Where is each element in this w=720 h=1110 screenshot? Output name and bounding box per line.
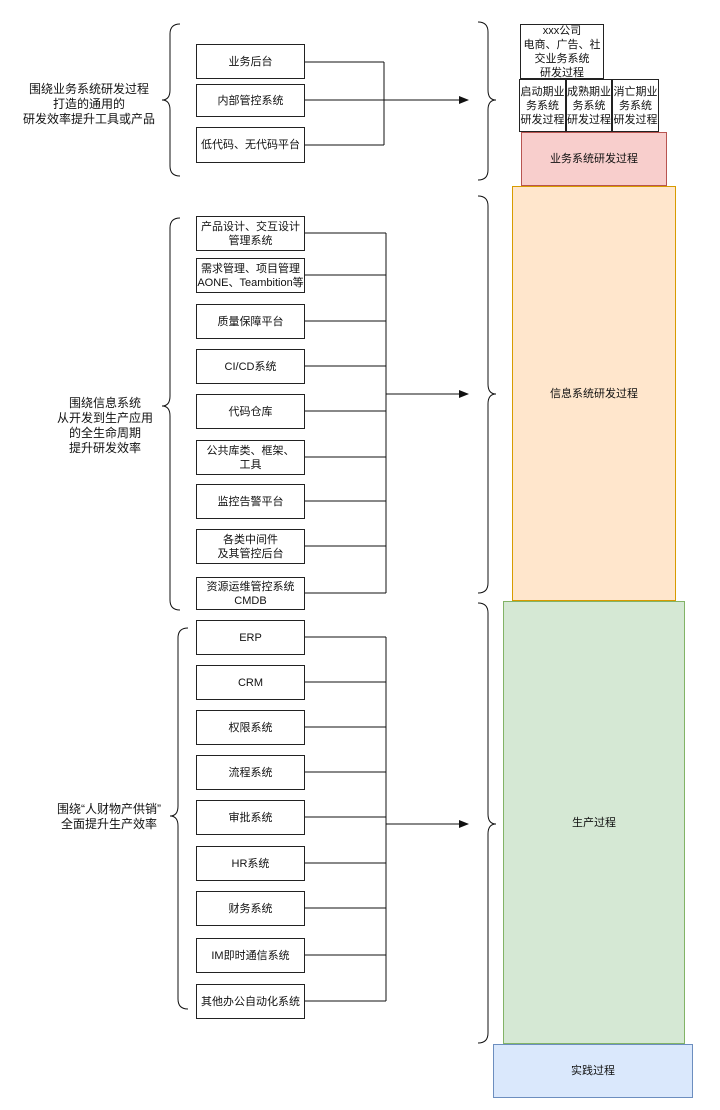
group2-connector (305, 232, 468, 594)
practice-process: 实践过程 (493, 1044, 693, 1098)
item-monitoring: 监控告警平台 (196, 484, 305, 519)
group1-connector (305, 61, 468, 146)
group3-connector (305, 636, 468, 1002)
group2-left-brace (161, 217, 181, 611)
group3-label: 围绕“人财物产供销” 全面提升生产效率 (57, 802, 161, 831)
item-crm: CRM (196, 665, 305, 700)
group1-left-brace (161, 23, 181, 177)
info-dev-process: 信息系统研发过程 (512, 186, 676, 601)
item-workflow: 流程系统 (196, 755, 305, 790)
group3-left-brace (169, 627, 189, 1010)
item-permission: 权限系统 (196, 710, 305, 745)
item-hr: HR系统 (196, 846, 305, 881)
item-cmdb: 资源运维管控系统 CMDB (196, 577, 305, 610)
item-lowcode-platform: 低代码、无代码平台 (196, 127, 305, 163)
stack2-brace (477, 195, 497, 594)
stack3-brace (477, 602, 497, 1044)
item-business-backend: 业务后台 (196, 44, 305, 79)
group2-label: 围绕信息系统 从开发到生产应用 的全生命周期 提升研发效率 (56, 396, 153, 455)
phase-decline: 消亡期业 务系统 研发过程 (612, 79, 659, 132)
group1-label: 围绕业务系统研发过程 打造的通用的 研发效率提升工具或产品 (22, 82, 155, 126)
item-code-repo: 代码仓库 (196, 394, 305, 429)
company-box: xxx公司 电商、广告、社 交业务系统 研发过程 (520, 24, 604, 79)
item-common-libs: 公共库类、框架、 工具 (196, 440, 305, 475)
production-process: 生产过程 (503, 601, 685, 1044)
item-cicd: CI/CD系统 (196, 349, 305, 384)
item-requirement-mgmt: 需求管理、项目管理 AONE、Teambition等 (196, 258, 305, 293)
business-dev-process: 业务系统研发过程 (521, 132, 667, 186)
item-internal-control: 内部管控系统 (196, 84, 305, 117)
item-finance: 财务系统 (196, 891, 305, 926)
stack1-brace (477, 21, 497, 181)
phase-mature: 成熟期业 务系统 研发过程 (566, 79, 612, 132)
item-erp: ERP (196, 620, 305, 655)
item-office-automation: 其他办公自动化系统 (196, 984, 305, 1019)
item-quality-platform: 质量保障平台 (196, 304, 305, 339)
item-product-design: 产品设计、交互设计 管理系统 (196, 216, 305, 251)
phase-startup: 启动期业 务系统 研发过程 (519, 79, 566, 132)
item-im: IM即时通信系统 (196, 938, 305, 973)
item-approval: 审批系统 (196, 800, 305, 835)
item-middleware: 各类中间件 及其管控后台 (196, 529, 305, 564)
